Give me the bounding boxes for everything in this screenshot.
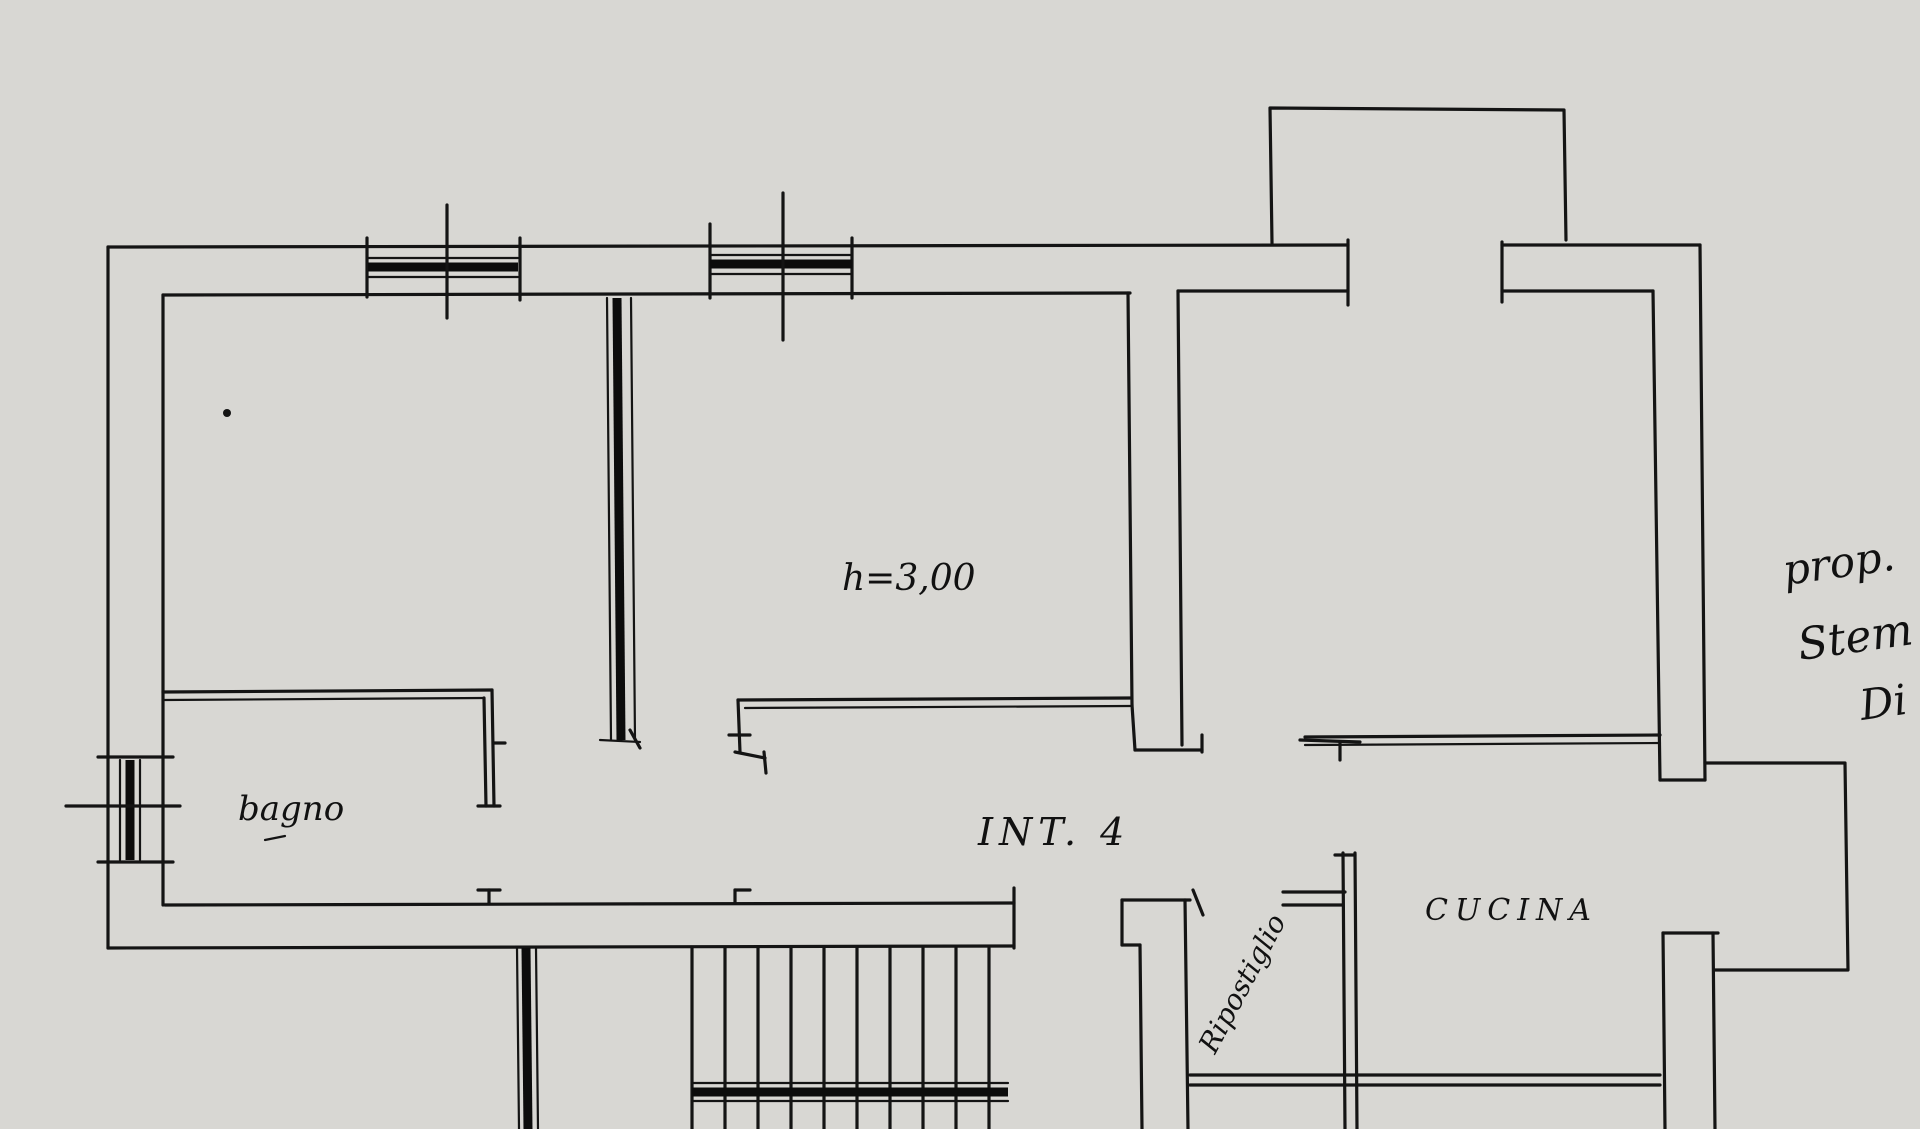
exterior-walls	[106, 238, 1350, 950]
window-center	[708, 191, 854, 342]
bathroom-label-underline	[263, 834, 287, 842]
door-marks	[223, 409, 752, 905]
balcony-outline	[1268, 106, 1568, 245]
owner-label-line3: Di	[1856, 675, 1910, 730]
window-left	[365, 203, 522, 320]
unit-label: INT. 4	[977, 810, 1130, 854]
window-bathroom	[64, 755, 182, 864]
staircase	[515, 946, 1010, 1129]
kitchen-label: CUCINA	[1425, 893, 1598, 928]
room-height-label: h=3,00	[842, 558, 976, 599]
right-wing-walls	[1500, 240, 1850, 1129]
bathroom-label: bagno	[238, 789, 344, 829]
interior-walls	[161, 289, 1662, 1129]
